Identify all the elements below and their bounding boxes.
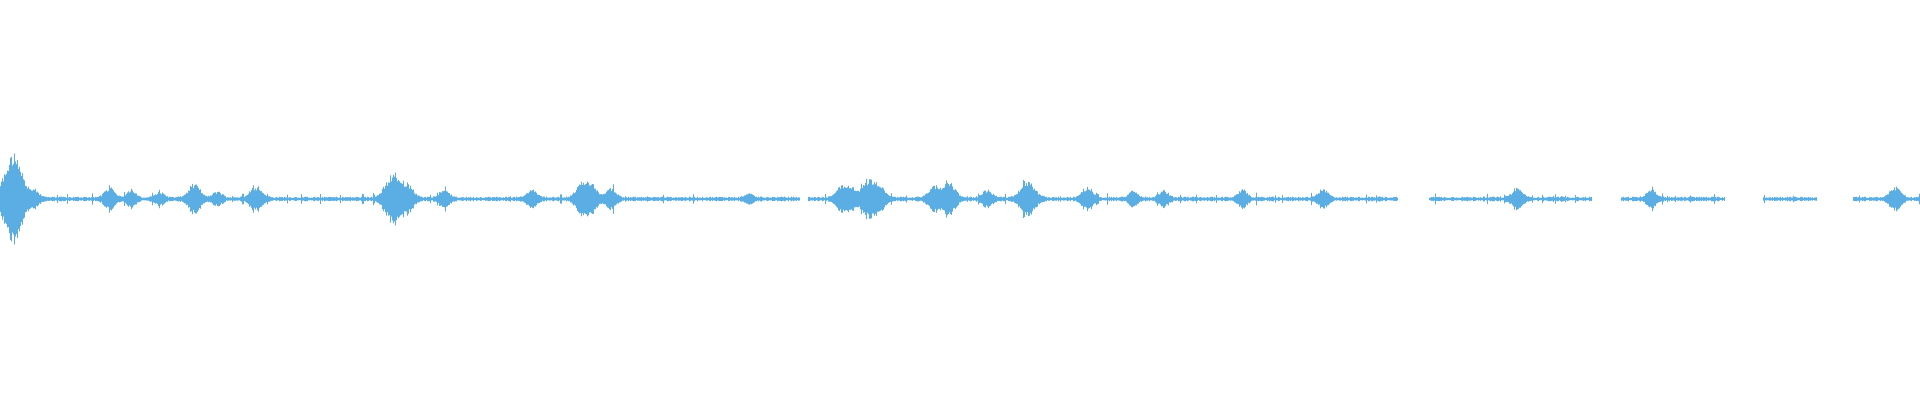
waveform-trace (0, 153, 1920, 245)
waveform-envelope (0, 153, 1920, 245)
